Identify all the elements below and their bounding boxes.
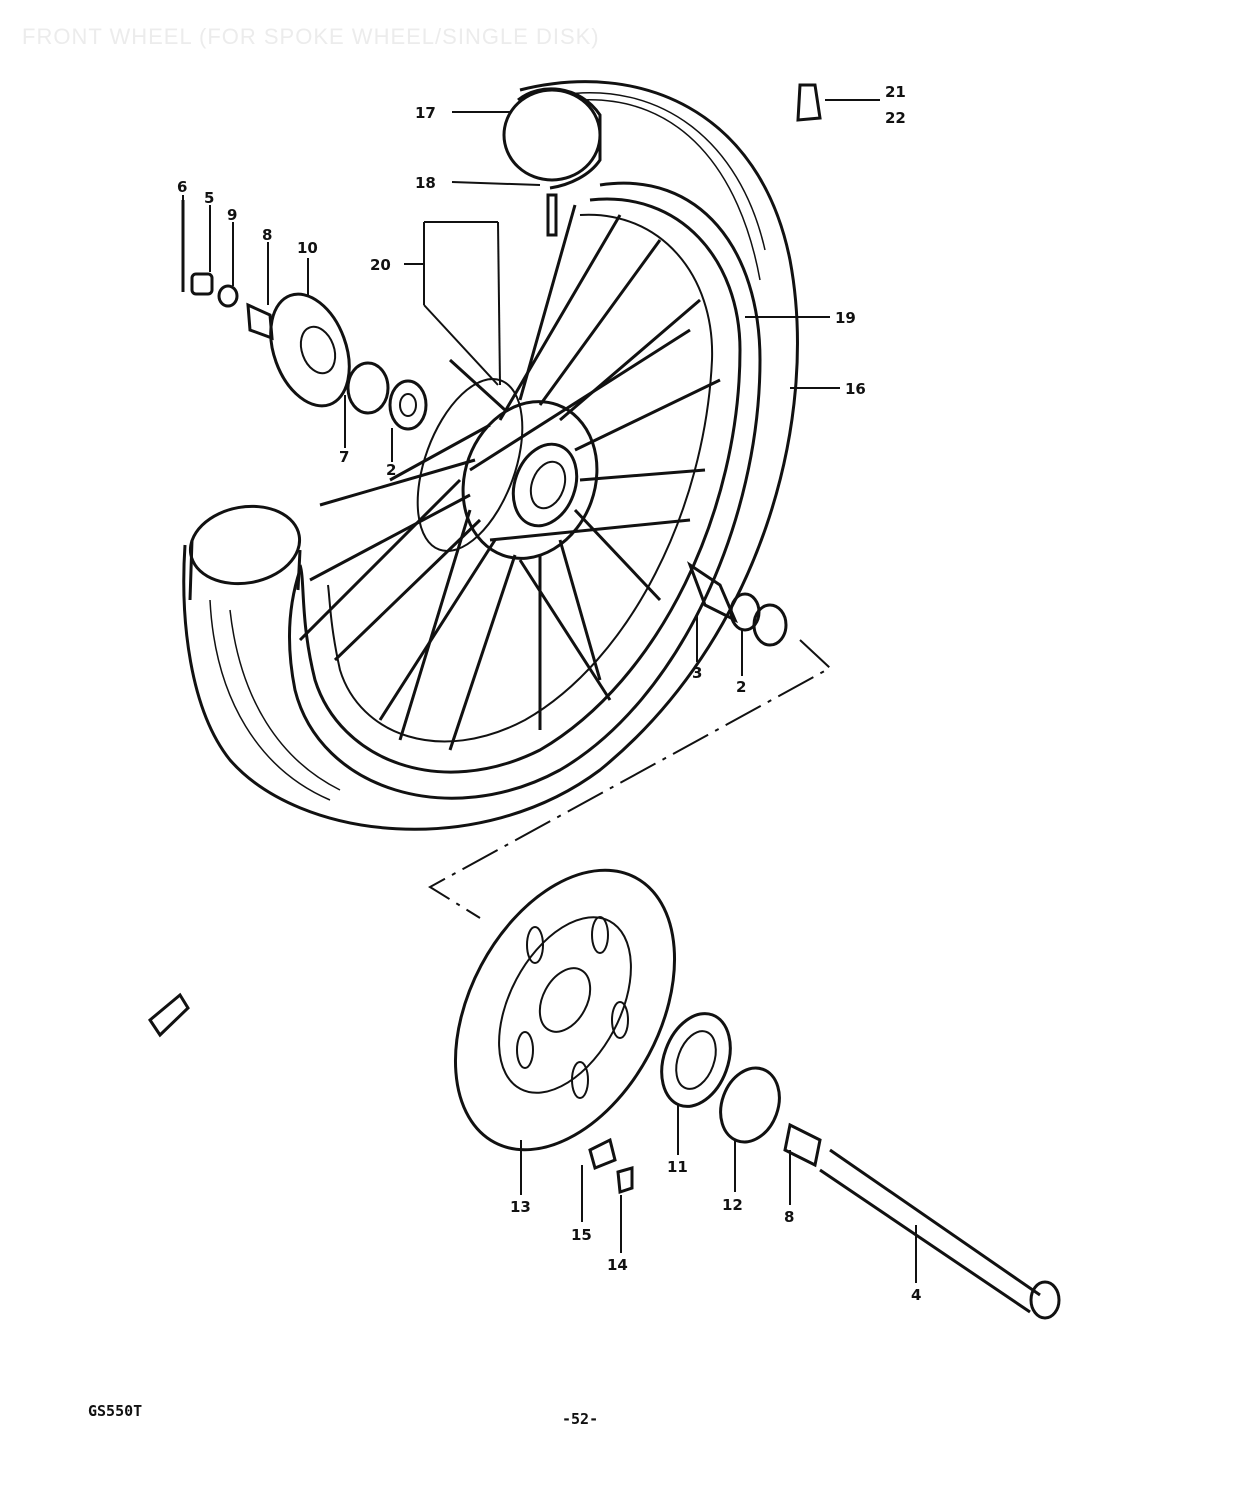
disc-spacer <box>660 1012 732 1108</box>
disc-bolts <box>588 1137 634 1195</box>
callout-20: 20 <box>370 256 391 274</box>
front-direction-marker <box>148 992 190 1038</box>
callout-18: 18 <box>415 174 436 192</box>
callout-labels: 17 18 20 21 22 6 5 9 8 10 7 2 19 16 3 2 … <box>177 83 921 1304</box>
axle <box>783 1122 1061 1320</box>
page-number: -52- <box>562 1410 599 1428</box>
callout-11: 11 <box>667 1158 688 1176</box>
model-code: GS550T <box>88 1402 143 1420</box>
callout-4: 4 <box>911 1286 921 1304</box>
tire-section-bottom <box>188 504 302 601</box>
callout-12: 12 <box>722 1196 743 1214</box>
callout-14: 14 <box>607 1256 628 1274</box>
rim <box>298 197 742 774</box>
callout-22: 22 <box>885 109 906 127</box>
callout-17: 17 <box>415 104 436 122</box>
callout-13: 13 <box>510 1198 531 1216</box>
hub <box>461 400 599 560</box>
valve-cap <box>796 83 822 122</box>
callout-16: 16 <box>845 380 866 398</box>
callout-2-right: 2 <box>736 678 746 696</box>
collar <box>719 1066 781 1144</box>
page-title: FRONT WHEEL (FOR SPOKE WHEEL/SINGLE DISK… <box>22 24 600 49</box>
callout-15: 15 <box>571 1226 592 1244</box>
callout-6: 6 <box>177 178 187 196</box>
callout-9: 9 <box>227 206 237 224</box>
valve-stem <box>546 193 558 237</box>
left-hub-parts <box>181 200 428 431</box>
callout-2-left: 2 <box>386 461 396 479</box>
callout-10: 10 <box>297 239 318 257</box>
callout-3: 3 <box>692 664 702 682</box>
callout-8-lower: 8 <box>784 1208 794 1226</box>
callout-7: 7 <box>339 448 349 466</box>
callout-19: 19 <box>835 309 856 327</box>
right-hub-parts <box>686 561 788 647</box>
callout-5: 5 <box>204 189 214 207</box>
tire <box>182 80 799 831</box>
brake-disc <box>453 868 677 1152</box>
callout-8-upper: 8 <box>262 226 272 244</box>
assembly-axis-lines <box>428 639 832 919</box>
callout-21: 21 <box>885 83 906 101</box>
tire-section-top <box>502 87 602 190</box>
leader-lines <box>182 99 917 1283</box>
spokes <box>298 204 721 751</box>
